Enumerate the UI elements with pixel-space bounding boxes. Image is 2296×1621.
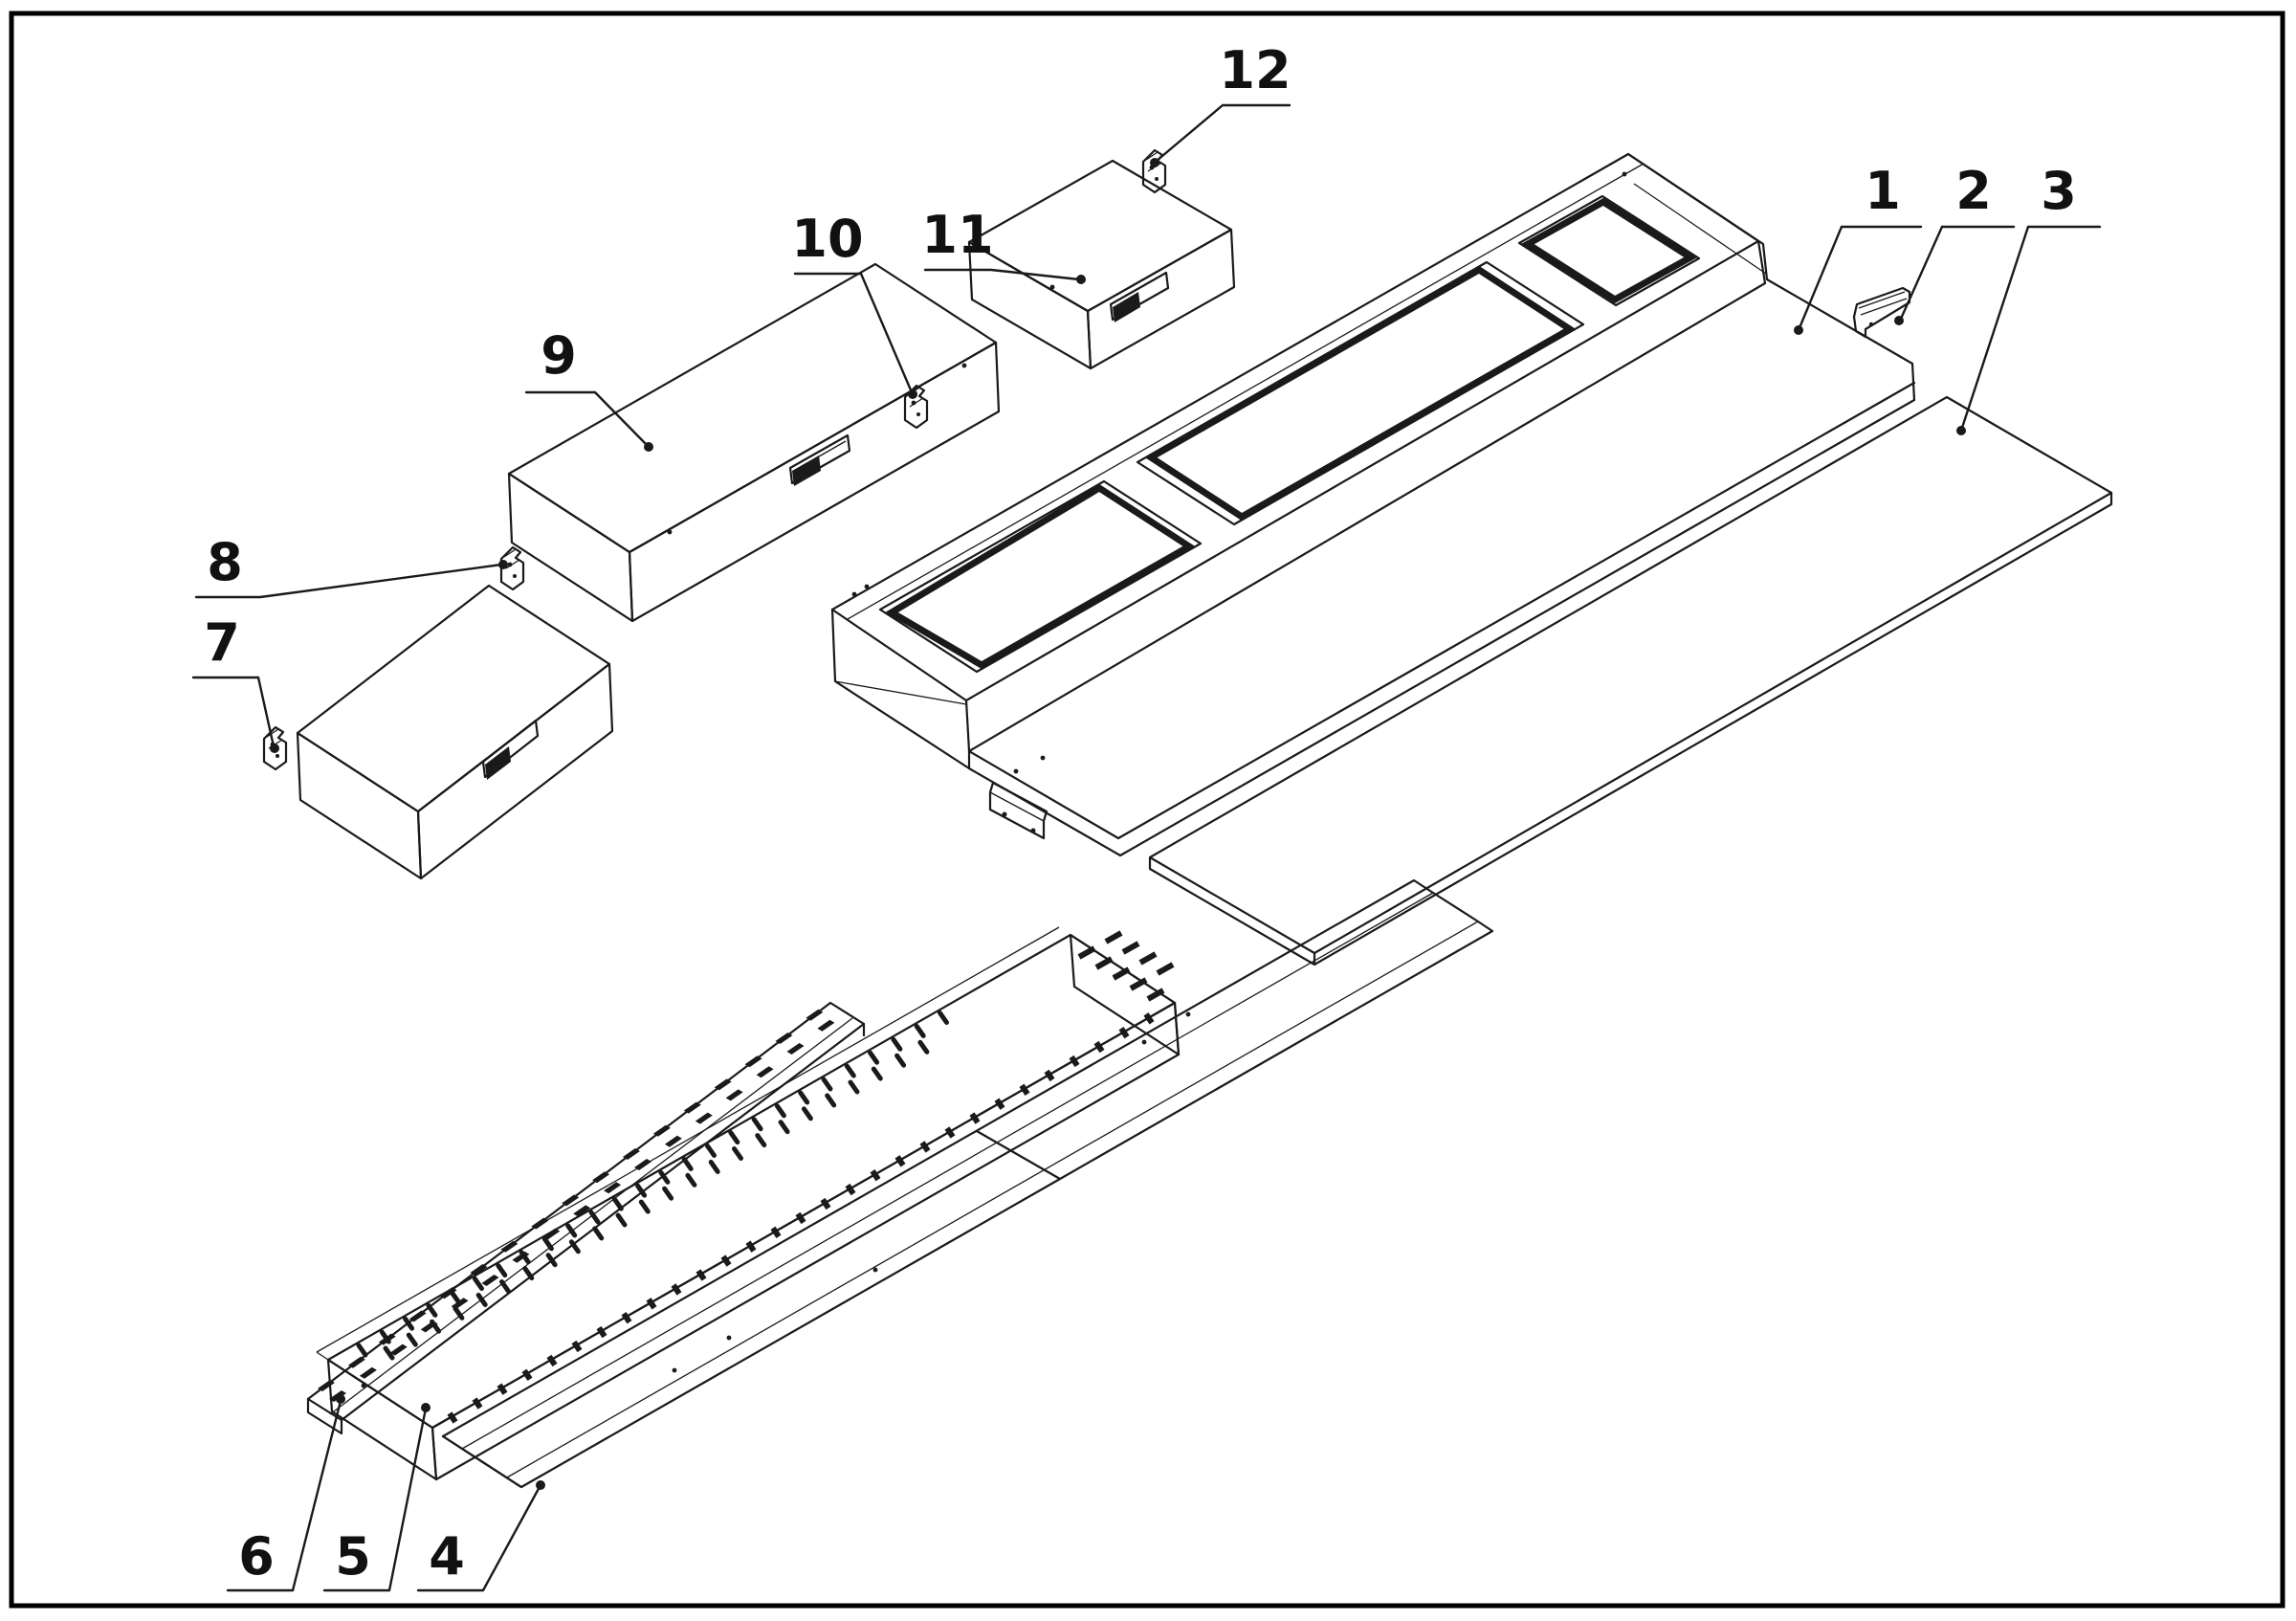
leader-dot <box>644 442 653 452</box>
frame-opening-right <box>1517 194 1701 307</box>
part-3-flat-panel <box>1148 395 2113 966</box>
frame-rim-top-face <box>830 152 1767 753</box>
screw-dot <box>1040 755 1046 761</box>
callout-number: 4 <box>429 1526 465 1587</box>
leader-dot <box>1150 158 1159 167</box>
screw-dot <box>1013 768 1019 774</box>
cover9-left-end <box>507 472 634 623</box>
part-5-perforated-tray <box>316 926 1181 1481</box>
leader-line <box>923 268 1081 281</box>
part-8-clip-bracket <box>499 545 525 591</box>
frame-silhouette <box>830 152 1916 857</box>
leader-line <box>524 390 651 449</box>
callout-2: 2 <box>1894 161 2016 325</box>
leader-dot <box>908 389 917 399</box>
part-1-main-frame <box>830 152 1916 857</box>
leader-dot <box>270 744 279 753</box>
tray5-left-end <box>326 1358 438 1481</box>
leader-line <box>793 272 914 394</box>
frame-opening-left-inner <box>885 483 1196 670</box>
callout-number: 12 <box>1219 40 1291 100</box>
callout-1: 1 <box>1794 161 1923 335</box>
leader-line <box>1959 225 2102 433</box>
callout-5: 5 <box>322 1403 430 1592</box>
left-cover <box>296 584 614 880</box>
callout-number: 5 <box>335 1526 371 1587</box>
frame-rim-inner-lines <box>834 163 1767 705</box>
leader-line <box>226 1399 342 1592</box>
leader-line <box>194 563 503 599</box>
leader-line <box>416 1483 542 1592</box>
leader-line <box>1155 103 1292 163</box>
callout-8: 8 <box>194 532 508 599</box>
leader-line <box>1899 225 2016 321</box>
leader-dot <box>536 1480 545 1490</box>
frame-opening-middle <box>1136 260 1585 526</box>
cover9-top-face <box>507 262 998 554</box>
cover11-handle <box>1109 271 1170 322</box>
frame-rim-base-edge <box>967 281 1916 840</box>
oval-perforations <box>356 1010 949 1361</box>
leader-dot <box>1956 426 1966 435</box>
callout-6: 6 <box>226 1394 345 1592</box>
part-4-support-channel <box>441 878 1494 1489</box>
leader-line <box>1797 225 1923 332</box>
screw-dot <box>864 584 870 589</box>
leader-dot <box>421 1403 430 1412</box>
callout-11: 11 <box>921 205 1086 284</box>
screw-dot <box>851 591 857 597</box>
callout-10: 10 <box>791 209 917 399</box>
cover7-left-end <box>296 731 423 880</box>
callout-number: 6 <box>238 1526 275 1587</box>
cover11-left-end <box>967 240 1093 370</box>
frame-opening-left <box>878 479 1203 674</box>
part-11-small-cover <box>967 159 1236 370</box>
tray5-floor <box>326 933 1177 1430</box>
callout-7: 7 <box>191 612 279 753</box>
callout-number: 2 <box>1955 161 1992 221</box>
part-6-louver-strip <box>306 1001 866 1435</box>
callout-3: 3 <box>1956 161 2102 435</box>
sheet-border <box>9 11 2285 1609</box>
leader-line <box>322 1407 428 1592</box>
cover11-top-face <box>967 159 1233 313</box>
callout-number: 3 <box>2041 161 2077 221</box>
cover7-handle <box>481 719 540 779</box>
cover7-top-face <box>296 584 611 813</box>
cover9-handle-dark <box>792 455 821 486</box>
callout-4: 4 <box>416 1480 545 1592</box>
callout-number: 1 <box>1865 161 1901 221</box>
leader-dot <box>498 560 508 569</box>
right-end-louvers <box>1077 930 1175 1002</box>
callout-number: 7 <box>204 612 240 673</box>
screw-dot <box>1622 171 1627 177</box>
part-2-rail-bracket <box>1852 286 1911 339</box>
cover11-handle-dark <box>1113 292 1140 322</box>
frame-opening-right-inner <box>1521 197 1697 304</box>
callout-number: 11 <box>921 205 993 265</box>
callout-number: 10 <box>791 209 863 269</box>
bracket-under-frame <box>988 781 1049 840</box>
cover9-handle <box>788 433 851 485</box>
cover7-handle-dark <box>485 746 511 780</box>
frame-opening-middle-inner <box>1144 265 1577 522</box>
front-edge-slots <box>447 1012 1155 1424</box>
leader-dot <box>1794 325 1803 335</box>
leader-dot <box>336 1394 345 1404</box>
callout-9: 9 <box>524 325 653 452</box>
leader-line <box>191 676 276 748</box>
cover7-front-band <box>416 662 614 880</box>
screw-dot <box>1201 426 1206 432</box>
leader-dot <box>1894 316 1904 325</box>
callout-number: 8 <box>207 532 243 592</box>
leader-dot <box>1076 275 1086 284</box>
tray5-far-wall <box>316 926 1060 1361</box>
callout-12: 12 <box>1150 40 1292 167</box>
part-9-long-cover <box>507 262 1001 623</box>
callout-number: 9 <box>541 325 577 386</box>
cover11-front-band <box>1086 228 1236 370</box>
